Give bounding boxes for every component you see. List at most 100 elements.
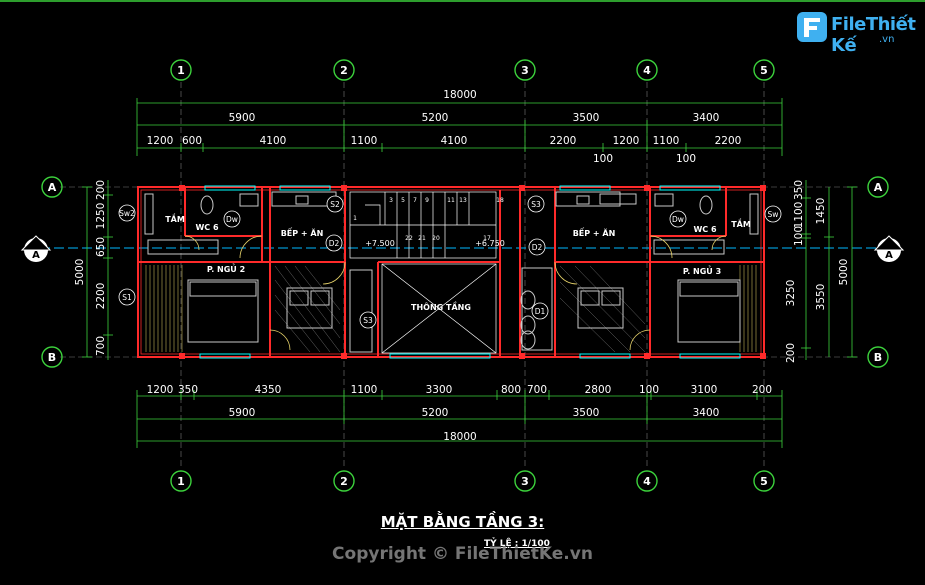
dim-bottom-detail: 1200 <box>147 384 174 396</box>
dim-right-detail: 3250 <box>785 280 797 307</box>
dim-right-sub: 3550 <box>815 284 827 311</box>
stair-number: 7 <box>413 197 417 204</box>
tag-window-s1: S1 <box>122 293 132 302</box>
level-mark-left: +7.500 <box>365 239 395 248</box>
axis-label-2: 2 <box>340 475 348 488</box>
stair-number: 3 <box>389 197 393 204</box>
dim-right-overall: 5000 <box>838 259 850 286</box>
dim-bottom-detail: 1100 <box>351 384 378 396</box>
filethietke-logo: FileThiết Kế .vn <box>795 10 916 56</box>
sofa-right <box>577 287 624 329</box>
stair-number: 22 <box>405 235 413 242</box>
tag-window-sw-right: Sw <box>768 210 779 219</box>
dim-left-detail: 1250 <box>95 203 107 230</box>
stair-number: 5 <box>401 197 405 204</box>
level-mark-right: +6.750 <box>475 239 505 248</box>
dim-right-detail: 100 <box>793 226 805 246</box>
dim-left-overall: 5000 <box>74 259 86 286</box>
dim-bottom-span-3: 3500 <box>573 407 600 419</box>
axis-label-3: 3 <box>521 475 529 488</box>
dim-bottom-span-4: 3400 <box>693 407 720 419</box>
dim-top-detail: 1200 <box>613 135 640 147</box>
stair-number: 21 <box>418 235 426 242</box>
dim-bottom-detail: 3300 <box>426 384 453 396</box>
dim-bottom-detail: 3100 <box>691 384 718 396</box>
axis-label-a: A <box>48 181 57 194</box>
staircase <box>349 191 497 259</box>
logo-text: FileThiết Kế <box>831 14 916 56</box>
drawing-title: MẶT BẰNG TẦNG 3: <box>380 513 545 531</box>
tag-door-d2-right: D2 <box>532 243 543 252</box>
dim-bottom-detail: 350 <box>178 384 198 396</box>
room-label-bedroom-right: P. NGỦ 3 <box>683 264 721 276</box>
bed-right <box>677 279 741 343</box>
stair-number: 1 <box>353 215 357 222</box>
axis-label-2: 2 <box>340 64 348 77</box>
logo-domain: .vn <box>879 34 895 45</box>
axis-label-5: 5 <box>760 475 768 488</box>
dim-bottom-detail: 4350 <box>255 384 282 396</box>
room-label-wc-left: WC 6 <box>195 223 218 232</box>
stair-number: 9 <box>425 197 429 204</box>
dim-top-overall: 18000 <box>443 89 476 101</box>
dim-right-detail: 200 <box>785 343 797 363</box>
room-label-shower-right: TẮM <box>731 217 751 229</box>
section-label-right: A <box>885 250 893 261</box>
tag-window-sw2: Sw2 <box>119 209 135 218</box>
dim-left-detail: 2200 <box>95 283 107 310</box>
room-label-shower-left: TẮM <box>165 212 185 224</box>
dim-top-detail: 1100 <box>351 135 378 147</box>
dim-bottom-detail: 700 <box>527 384 547 396</box>
dim-left-detail: 650 <box>95 237 107 257</box>
dim-right-detail: 1100 <box>793 202 805 229</box>
dim-right-detail: 350 <box>793 180 805 200</box>
axis-label-b: B <box>874 351 882 364</box>
dim-top-small: 100 <box>593 153 613 165</box>
section-marker-left: A <box>20 235 52 262</box>
axis-label-5: 5 <box>760 64 768 77</box>
section-marker-right: A <box>873 235 905 262</box>
tag-door-dw: Dw <box>226 215 238 224</box>
tag-door-d2: D2 <box>329 239 340 248</box>
room-label-kitchen-right: BẾP + ĂN <box>573 226 616 238</box>
axis-label-4: 4 <box>643 475 651 488</box>
dim-top-detail: 600 <box>182 135 202 147</box>
sofa-left <box>286 287 333 329</box>
dim-top-span-1: 5900 <box>229 112 256 124</box>
axis-label-a: A <box>874 181 883 194</box>
copyright-watermark: Copyright © FileThietKe.vn <box>332 544 593 564</box>
dim-bottom-detail: 2800 <box>585 384 612 396</box>
tag-window-s3-right: S3 <box>531 200 541 209</box>
dim-bottom-detail: 100 <box>639 384 659 396</box>
stair-number: 20 <box>432 235 440 242</box>
dim-bottom-span-2: 5200 <box>422 407 449 419</box>
dim-left-detail: 700 <box>95 336 107 356</box>
stair-number: 11 <box>447 197 455 204</box>
dim-top-detail: 2200 <box>715 135 742 147</box>
axis-label-3: 3 <box>521 64 529 77</box>
dim-top-span-2: 5200 <box>422 112 449 124</box>
section-label-left: A <box>32 250 40 261</box>
void-opening <box>381 263 497 354</box>
bed-left <box>187 279 259 343</box>
stair-number: 18 <box>496 197 504 204</box>
dim-top-detail: 4100 <box>260 135 287 147</box>
dim-left-detail: 200 <box>95 180 107 200</box>
stair-number: 17 <box>483 235 491 242</box>
axis-label-b: B <box>48 351 56 364</box>
dim-top-span-3: 3500 <box>573 112 600 124</box>
tag-door-d1: D1 <box>535 307 546 316</box>
logo-mark-icon <box>797 12 827 42</box>
axis-label-1: 1 <box>177 475 185 488</box>
dim-right-sub: 1450 <box>815 198 827 225</box>
dim-top-span-4: 3400 <box>693 112 720 124</box>
dim-top-detail: 4100 <box>441 135 468 147</box>
dim-bottom-detail: 200 <box>752 384 772 396</box>
dim-bottom-span-1: 5900 <box>229 407 256 419</box>
axis-label-4: 4 <box>643 64 651 77</box>
room-label-bedroom-left: P. NGỦ 2 <box>207 262 245 274</box>
tag-window-s2: S2 <box>330 200 340 209</box>
dim-top-small: 100 <box>676 153 696 165</box>
stair-number: 13 <box>459 197 467 204</box>
